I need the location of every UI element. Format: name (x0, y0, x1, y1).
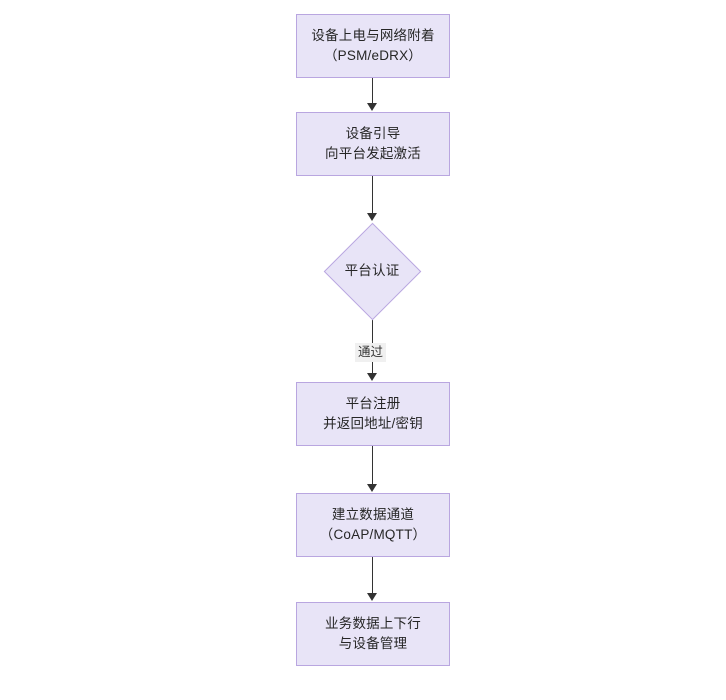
node-establish-data-channel-line2: （CoAP/MQTT） (319, 527, 427, 542)
edge-line-boot-auth (372, 176, 374, 213)
node-establish-data-channel[interactable]: 建立数据通道 （CoAP/MQTT） (296, 493, 450, 557)
node-service-data-line2: 与设备管理 (338, 636, 408, 651)
edge-line-register-channel (372, 446, 374, 485)
node-establish-data-channel-line1: 建立数据通道 (331, 507, 415, 522)
node-platform-registration-line2: 并返回地址/密钥 (323, 416, 423, 431)
node-device-bootstrap-line2: 向平台发起激活 (325, 146, 421, 161)
node-service-data-line1: 业务数据上下行 (325, 616, 421, 631)
edge-label-pass: 通过 (355, 343, 387, 362)
node-device-power-on[interactable]: 设备上电与网络附着 （PSM/eDRX） (296, 14, 450, 78)
edge-arrowhead-channel-traffic (367, 593, 377, 601)
node-device-bootstrap-line1: 设备引导 (345, 126, 401, 141)
edge-arrowhead-power-boot (367, 103, 377, 111)
node-service-data-and-device-management[interactable]: 业务数据上下行 与设备管理 (296, 602, 450, 666)
node-platform-authentication-label: 平台认证 (344, 263, 400, 278)
node-device-bootstrap[interactable]: 设备引导 向平台发起激活 (296, 112, 450, 176)
node-platform-registration[interactable]: 平台注册 并返回地址/密钥 (296, 382, 450, 446)
node-device-power-on-line1: 设备上电与网络附着 (311, 28, 435, 43)
edge-line-power-boot (372, 78, 374, 104)
node-platform-authentication[interactable]: 平台认证 (323, 222, 421, 320)
edge-arrowhead-boot-auth (367, 213, 377, 221)
edge-arrowhead-register-channel (367, 484, 377, 492)
edge-line-channel-traffic (372, 557, 374, 594)
node-platform-registration-line1: 平台注册 (345, 396, 401, 411)
node-device-power-on-line2: （PSM/eDRX） (323, 48, 423, 63)
edge-arrowhead-auth-register (367, 373, 377, 381)
